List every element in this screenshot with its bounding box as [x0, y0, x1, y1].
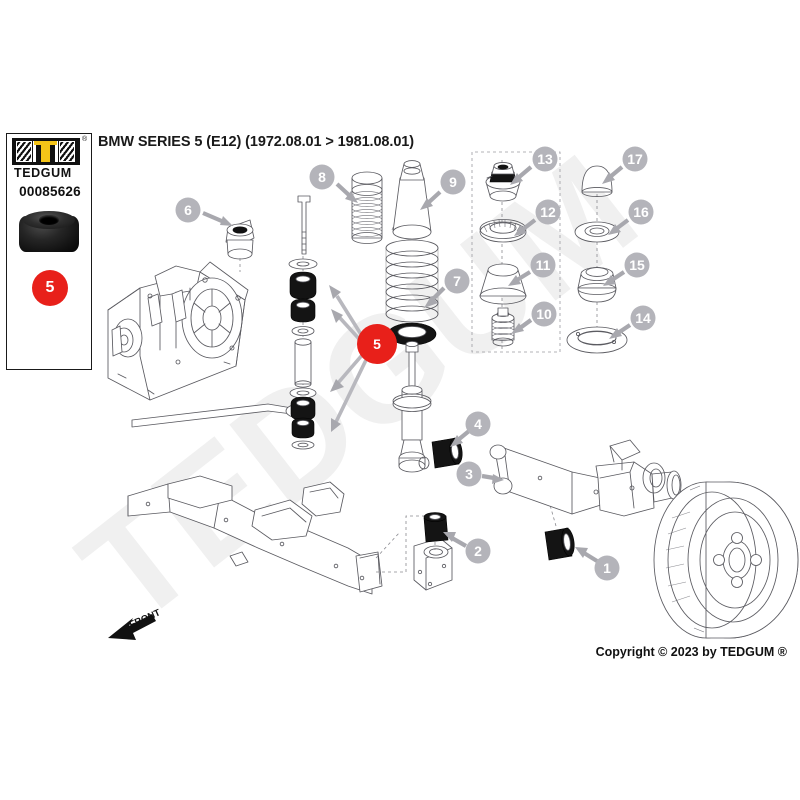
- callout-label-3: 3: [465, 466, 473, 482]
- conical-mount: [479, 263, 527, 305]
- logo-stripe-right: [59, 141, 75, 162]
- callout-label-17: 17: [627, 151, 643, 167]
- callout-label-4: 4: [474, 416, 482, 432]
- callout-bubbles[interactable]: 6 8 9 7 13 12: [175, 146, 656, 581]
- callout-label-8: 8: [318, 169, 326, 185]
- callout-label-7: 7: [453, 273, 461, 289]
- front-direction-indicator: FRONT: [108, 607, 162, 640]
- fastener-stack-left: [288, 195, 318, 450]
- callout-label-11: 11: [536, 257, 551, 273]
- differential-housing: [107, 219, 255, 401]
- highlight-arrows: [329, 285, 368, 432]
- callout-label-13: 13: [537, 151, 553, 167]
- callout-bubble-3[interactable]: 3: [456, 461, 482, 487]
- callout-label-1: 1: [603, 560, 611, 576]
- callout-bubble-5-highlight[interactable]: 5: [357, 324, 397, 364]
- callout-bubble-2[interactable]: 2: [465, 538, 491, 564]
- bearing-ring: [479, 219, 527, 243]
- registered-mark-icon: ®: [82, 136, 88, 143]
- callout-bubble-16[interactable]: 16: [628, 199, 654, 225]
- shock-absorber-strut: [392, 340, 432, 473]
- brand-name: TEDGUM: [14, 166, 72, 180]
- spring-pad: [387, 322, 437, 346]
- dashed-region-column-a: [471, 151, 561, 353]
- logo-divider-left: [33, 141, 36, 162]
- logo-divider-right: [55, 141, 58, 162]
- callout-label-5: 5: [373, 336, 381, 352]
- tedgum-logo: ® TEDGUM: [12, 136, 88, 180]
- rubber-bushing-photo: [19, 209, 79, 255]
- logo-mark-icon: [12, 138, 80, 165]
- callout-label-15: 15: [629, 257, 645, 273]
- panel-reference-number: 5: [32, 270, 68, 306]
- callout-bubble-1[interactable]: 1: [594, 555, 620, 581]
- strut-top-mount: [485, 161, 521, 202]
- bracket-mount: [413, 537, 453, 591]
- callout-label-10: 10: [536, 306, 552, 322]
- callout-label-14: 14: [635, 310, 651, 326]
- callout-label-6: 6: [184, 202, 192, 218]
- front-label: FRONT: [128, 607, 163, 630]
- bushing-bore-hole: [39, 215, 59, 225]
- part-number: 00085626: [19, 184, 81, 199]
- logo-stripe-left: [16, 141, 32, 162]
- rubber-buffer: [491, 307, 515, 347]
- copyright-notice: Copyright © 2023 by TEDGUM ®: [595, 645, 787, 659]
- callout-bubble-13[interactable]: 13: [532, 146, 558, 172]
- callout-bubble-4[interactable]: 4: [465, 411, 491, 437]
- callout-bubble-9[interactable]: 9: [440, 169, 466, 195]
- part-info-panel: ® TEDGUM 00085626 5: [6, 133, 92, 370]
- callout-arrows: [202, 165, 632, 563]
- callout-bubble-10[interactable]: 10: [531, 301, 557, 327]
- callout-label-2: 2: [474, 543, 482, 559]
- callout-label-16: 16: [633, 204, 649, 220]
- callout-bubble-12[interactable]: 12: [535, 199, 561, 225]
- bellows-boot: [351, 171, 383, 244]
- page-title: BMW SERIES 5 (E12) (1972.08.01 > 1981.08…: [98, 134, 414, 150]
- callout-bubble-15[interactable]: 15: [624, 252, 650, 278]
- callout-label-9: 9: [449, 174, 457, 190]
- callout-bubble-6[interactable]: 6: [175, 197, 201, 223]
- trailing-control-arm: [489, 439, 682, 517]
- seal-ring: [566, 326, 628, 354]
- callout-bubble-7[interactable]: 7: [444, 268, 470, 294]
- callout-bubble-11[interactable]: 11: [530, 252, 556, 278]
- callout-bubble-8[interactable]: 8: [309, 164, 335, 190]
- rear-subframe-crossmember: [127, 475, 432, 595]
- callout-bubble-14[interactable]: 14: [630, 305, 656, 331]
- bump-stop: [392, 160, 432, 240]
- washer-ring: [574, 221, 620, 243]
- trailing-arm-bushing: [544, 497, 575, 561]
- logo-bar-stem: [41, 141, 50, 162]
- callout-label-12: 12: [540, 204, 556, 220]
- rear-wheel: [642, 462, 799, 639]
- dust-cap: [581, 165, 613, 198]
- subframe-mount-bushing: [423, 512, 449, 550]
- callout-bubble-17[interactable]: 17: [622, 146, 648, 172]
